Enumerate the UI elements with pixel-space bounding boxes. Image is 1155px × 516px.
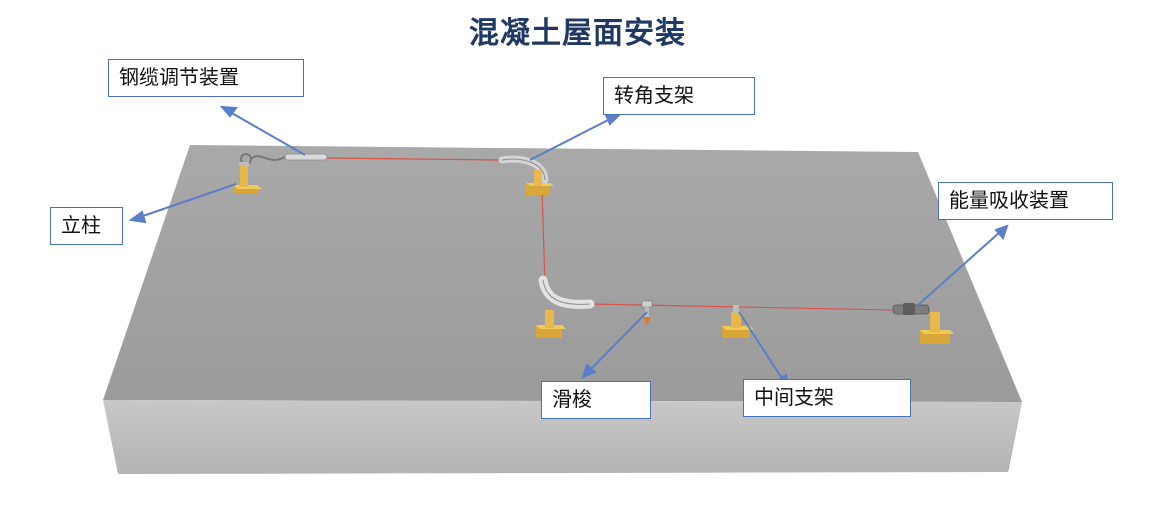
- arrow-slider: [581, 363, 597, 379]
- arrow-post: [128, 210, 147, 224]
- roof-slab-side: [1008, 402, 1022, 472]
- leader-post: [139, 183, 237, 218]
- steel-cable: [324, 157, 503, 161]
- leader-corner-bracket: [529, 117, 613, 161]
- roof-slab-front: [103, 400, 1022, 474]
- leader-middle-bracket: [738, 311, 784, 381]
- callout-energy-absorber: 能量吸收装置: [938, 182, 1113, 220]
- callout-cable-adjuster: 钢缆调节装置: [108, 59, 304, 97]
- arrow-energy-absorber: [994, 224, 1009, 240]
- leader-cable-adjuster: [229, 111, 306, 156]
- callout-post: 立柱: [50, 207, 123, 245]
- callout-slider: 滑梭: [541, 381, 651, 419]
- post-start: [233, 162, 262, 193]
- middle-bracket-part: [722, 305, 754, 338]
- corner-bracket-top: [498, 155, 554, 195]
- steel-cable-lower: [589, 303, 893, 311]
- callout-middle-bracket: 中间支架: [743, 379, 911, 417]
- page-title: 混凝土屋面安装: [469, 16, 686, 51]
- corner-bracket-bottom: [536, 275, 595, 338]
- leader-slider: [589, 311, 648, 371]
- energy-absorber-part: [892, 303, 954, 344]
- cable-adjuster-part: [240, 153, 328, 165]
- arrow-corner-bracket: [604, 112, 623, 126]
- callout-corner-bracket: 转角支架: [603, 77, 755, 115]
- arrow-cable-adjuster: [219, 105, 238, 118]
- roof-slab-top: [103, 145, 1022, 402]
- steel-cable-vertical: [541, 189, 546, 285]
- leader-energy-absorber: [917, 231, 1001, 306]
